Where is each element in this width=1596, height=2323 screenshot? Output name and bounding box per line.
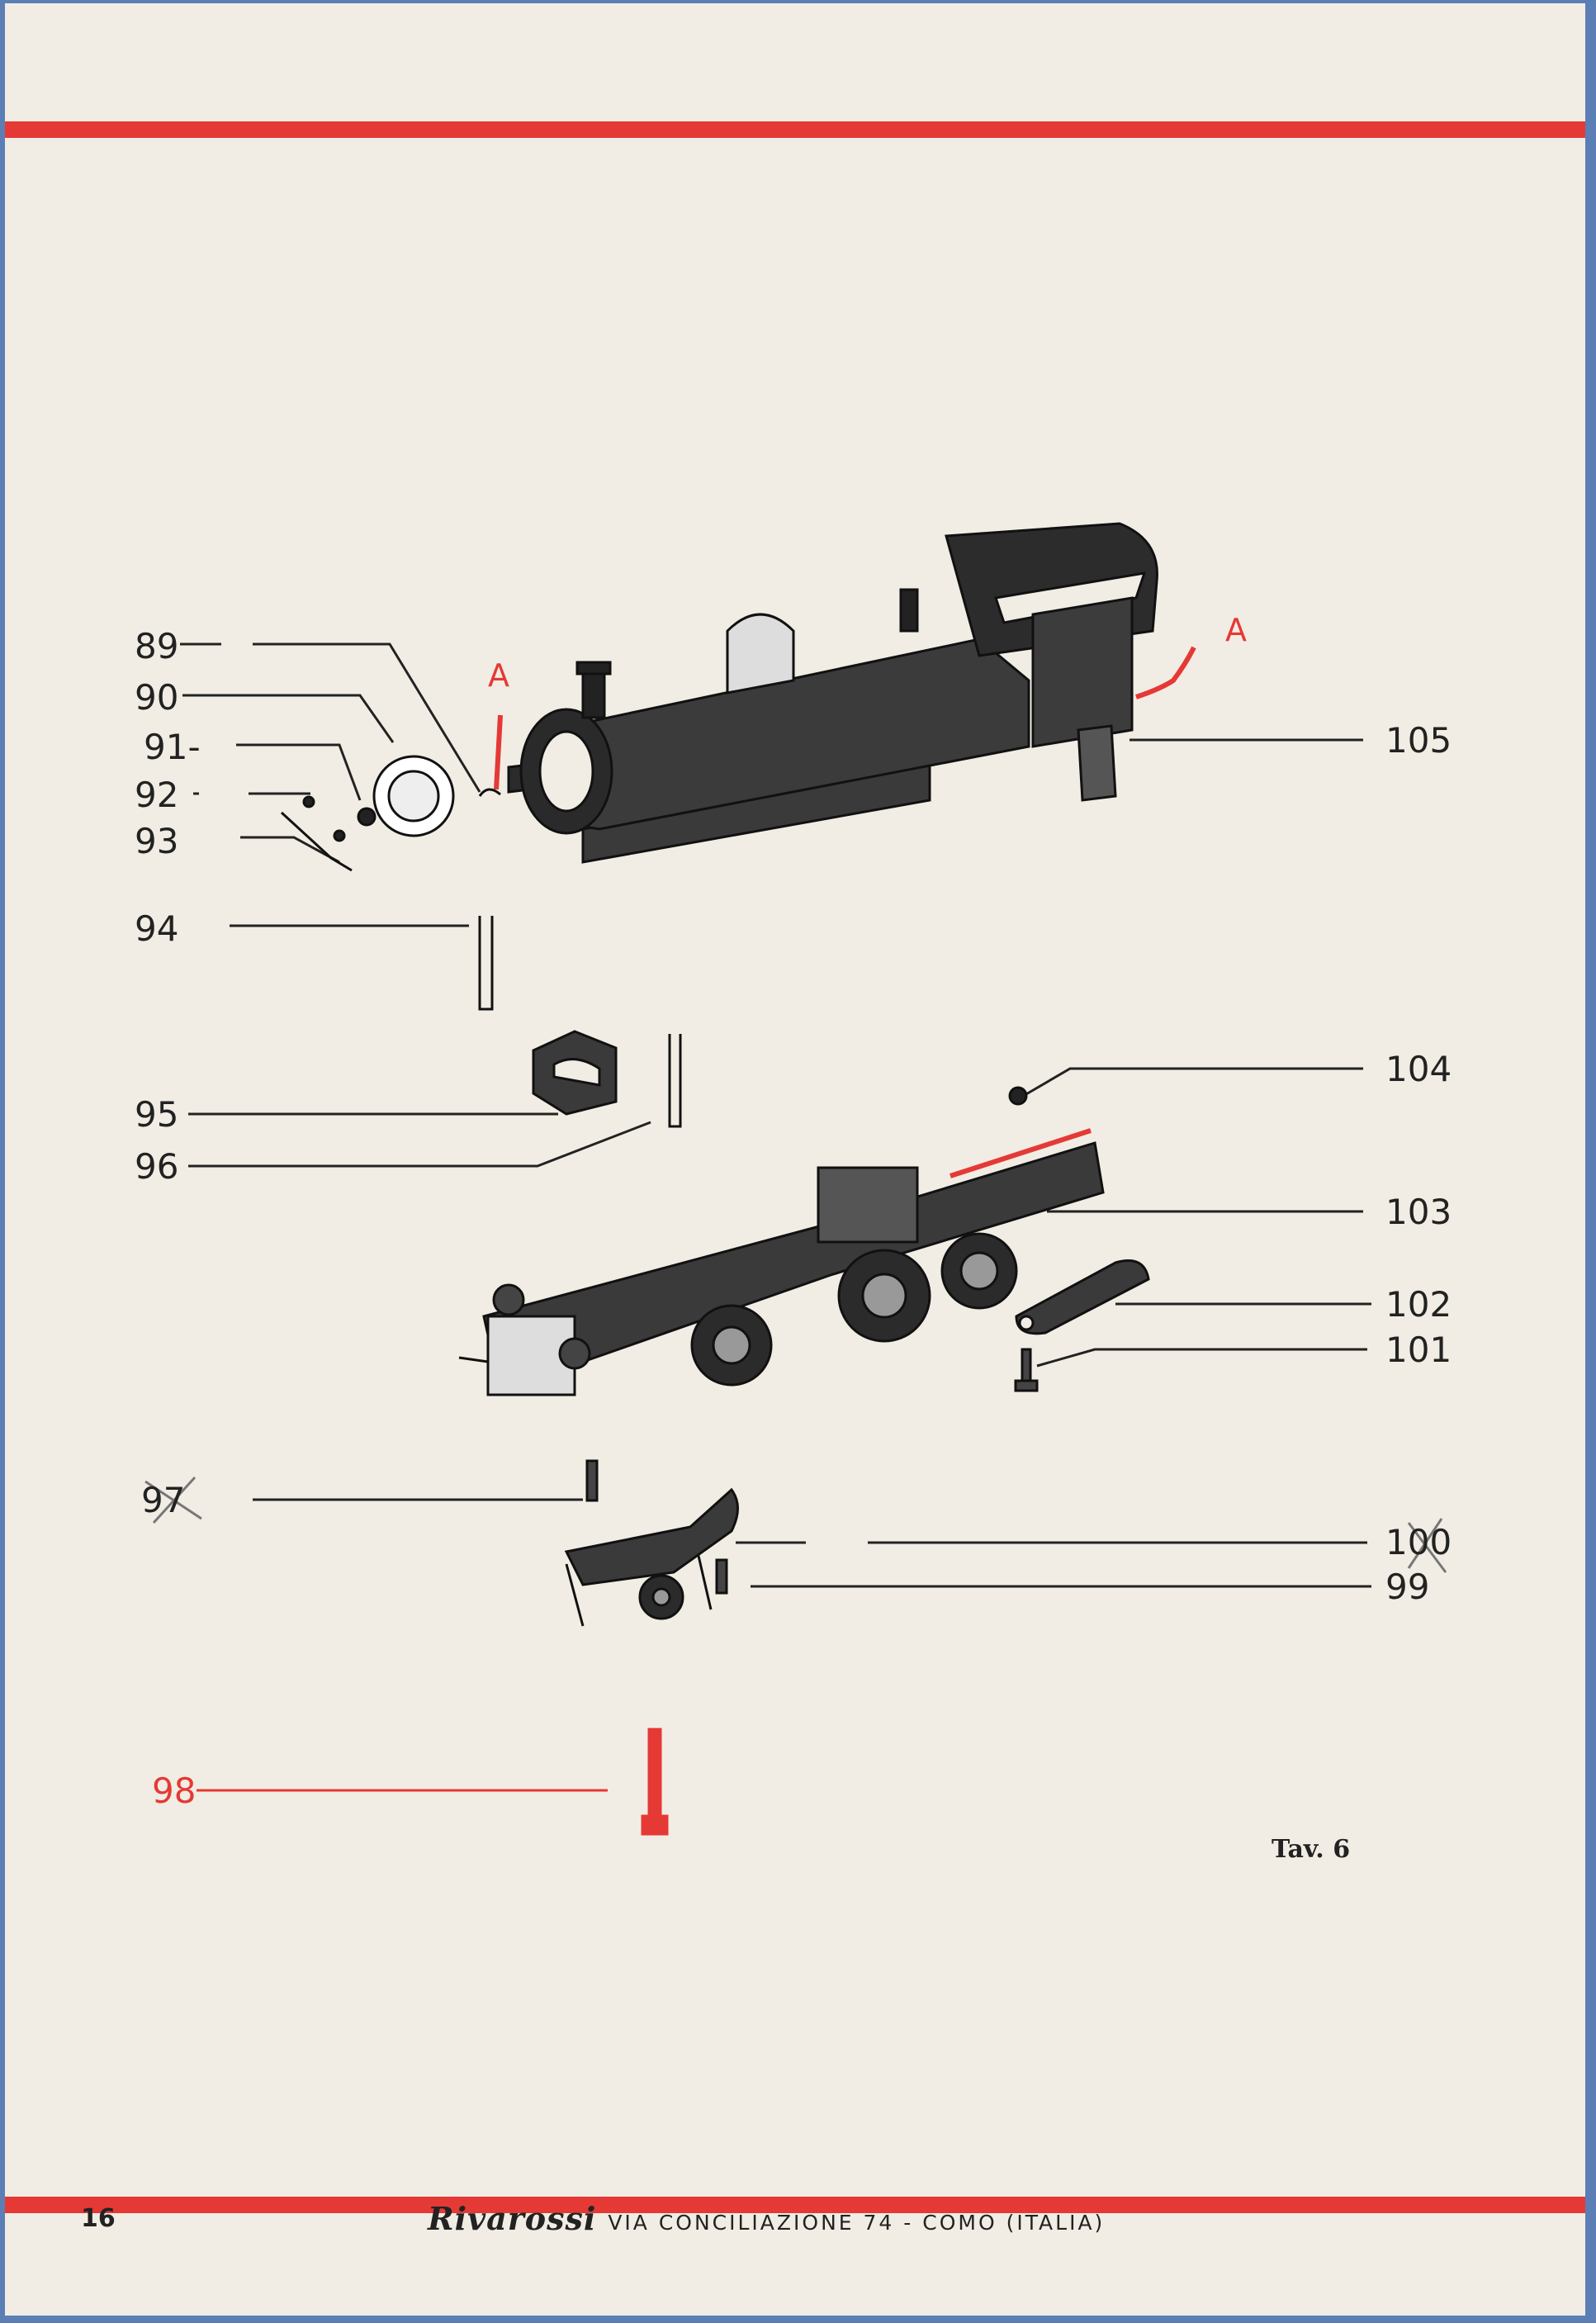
leader-93 bbox=[240, 836, 340, 864]
leader-90 bbox=[182, 694, 395, 743]
part-label-97: 97 bbox=[141, 1480, 186, 1520]
manual-page: 89 90 91- 92 93 94 95 96 97 98 99 100 10… bbox=[5, 3, 1585, 2316]
lever-and-screw bbox=[1014, 1259, 1150, 1392]
part-label-96: 96 bbox=[135, 1146, 179, 1187]
locomotive-body bbox=[507, 522, 1158, 864]
pencil-crossouts bbox=[144, 1476, 1447, 1573]
top-red-rule bbox=[5, 121, 1585, 138]
red-wire-left bbox=[494, 714, 503, 790]
part-label-91: 91- bbox=[144, 727, 201, 767]
marker-a-left: A bbox=[488, 657, 509, 694]
headlamp-parts bbox=[280, 755, 501, 872]
red-wire-right bbox=[1135, 646, 1196, 699]
publisher-address: VIA CONCILIAZIONE 74 - COMO (ITALIA) bbox=[608, 2211, 1106, 2235]
leader-91 bbox=[236, 743, 362, 801]
footer-imprint: Rivarossi VIA CONCILIAZIONE 74 - COMO (I… bbox=[428, 2200, 1105, 2237]
part-label-104: 104 bbox=[1385, 1049, 1452, 1089]
plate-number: Tav. 6 bbox=[1272, 1835, 1351, 1864]
leader-lines bbox=[180, 642, 1371, 1588]
part-label-90: 90 bbox=[135, 677, 179, 718]
part-label-93: 93 bbox=[135, 821, 179, 861]
leader-101 bbox=[1036, 1348, 1367, 1368]
part-label-103: 103 bbox=[1385, 1192, 1452, 1232]
part-label-98: 98 bbox=[152, 1771, 197, 1811]
part-label-102: 102 bbox=[1385, 1284, 1452, 1325]
leader-96 bbox=[188, 1121, 651, 1168]
part-label-105: 105 bbox=[1385, 720, 1452, 761]
part-label-99: 99 bbox=[1385, 1567, 1430, 1607]
page-number: 16 bbox=[81, 2204, 116, 2233]
red-rod bbox=[950, 1128, 1092, 1178]
part-label-100: 100 bbox=[1385, 1522, 1452, 1562]
part-label-101: 101 bbox=[1385, 1330, 1452, 1370]
brand-logo: Rivarossi bbox=[428, 2200, 597, 2237]
chassis-mechanism bbox=[458, 1086, 1105, 1396]
part-label-94: 94 bbox=[135, 908, 179, 949]
pins-and-block bbox=[478, 916, 682, 1128]
screw-98 bbox=[641, 1728, 669, 1836]
part-label-92: 92 bbox=[135, 775, 179, 815]
leader-104 bbox=[1020, 1067, 1363, 1099]
marker-a-right: A bbox=[1225, 612, 1247, 648]
pony-truck bbox=[564, 1459, 739, 1627]
leader-89 bbox=[180, 642, 481, 793]
exploded-parts-diagram bbox=[144, 522, 1447, 1836]
part-label-89: 89 bbox=[135, 626, 179, 666]
bottom-red-rule bbox=[5, 2197, 1585, 2213]
part-label-95: 95 bbox=[135, 1094, 179, 1135]
